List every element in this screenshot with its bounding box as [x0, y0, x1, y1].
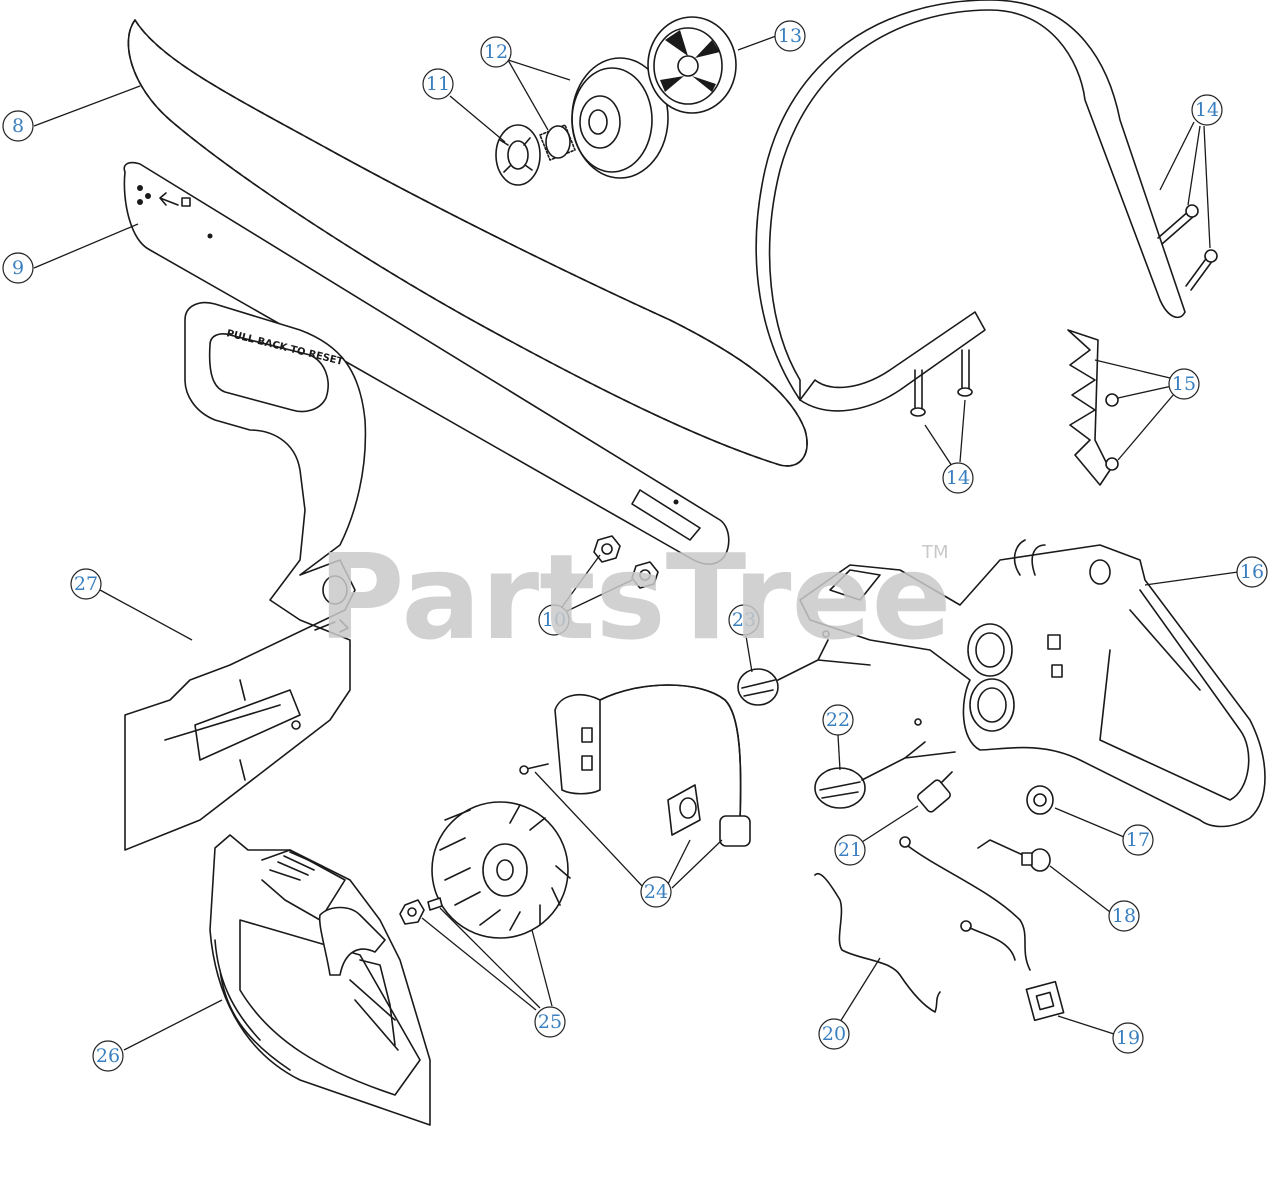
- flywheel: [399, 801, 571, 939]
- stop-switch-wire: [977, 839, 1051, 872]
- throttle-rod: [814, 873, 941, 1013]
- watermark: PartsTree TM: [318, 528, 952, 666]
- callout-19: 19: [1112, 1022, 1144, 1054]
- clutch-cover: [647, 16, 737, 114]
- callout-11: 11: [422, 68, 454, 100]
- ignition-switch: [899, 836, 1065, 1022]
- callout-18: 18: [1108, 900, 1140, 932]
- callout-13: 13: [774, 20, 806, 52]
- leader-lines: [33, 35, 1239, 1051]
- callout-15-text: 15: [1172, 373, 1196, 395]
- callout-18-text: 18: [1112, 905, 1136, 927]
- callout-12-text: 12: [484, 41, 508, 63]
- callout-17: 17: [1122, 824, 1154, 856]
- callout-26-text: 26: [96, 1045, 120, 1067]
- callout-21: 21: [834, 834, 866, 866]
- callout-26: 26: [92, 1040, 124, 1072]
- callout-19-text: 19: [1116, 1027, 1140, 1049]
- fuel-filter: [917, 771, 953, 813]
- callout-25-text: 25: [538, 1011, 562, 1033]
- callout-8-text: 8: [12, 115, 24, 137]
- engine-housing: [799, 539, 1266, 828]
- callout-12: 12: [480, 36, 512, 68]
- callout-8: 8: [2, 110, 34, 142]
- watermark-text: PartsTree: [318, 528, 952, 666]
- callout-22: 22: [822, 704, 854, 736]
- bumper-spike: [1067, 329, 1119, 486]
- callout-14-lower: 14: [942, 462, 974, 494]
- callout-23-text: 23: [732, 609, 756, 631]
- handle-screws: [910, 204, 1218, 417]
- callout-27-text: 27: [74, 573, 98, 595]
- oil-cap: [737, 630, 871, 706]
- callout-20-text: 20: [822, 1023, 846, 1045]
- front-handle: [755, 0, 1218, 417]
- callout-21-text: 21: [838, 839, 862, 861]
- callout-14-upper: 14: [1191, 94, 1223, 126]
- clutch-drum: [539, 57, 669, 179]
- callout-15: 15: [1168, 368, 1200, 400]
- callout-13-text: 13: [778, 25, 802, 47]
- primer-bulb: [1026, 785, 1054, 815]
- callout-20: 20: [818, 1018, 850, 1050]
- callout-25: 25: [534, 1006, 566, 1038]
- callout-24-text: 24: [644, 881, 668, 903]
- callout-27: 27: [70, 568, 102, 600]
- callout-16: 16: [1236, 556, 1268, 588]
- fuel-cap: [814, 718, 956, 809]
- bar-nuts: [593, 535, 659, 589]
- callout-17-text: 17: [1126, 829, 1150, 851]
- starter-housing: [209, 834, 431, 1126]
- saw-chain: [127, 19, 808, 467]
- watermark-trademark: TM: [921, 542, 949, 563]
- callout-16-text: 16: [1240, 561, 1264, 583]
- callout-9-text: 9: [12, 257, 24, 279]
- callout-10-text: 10: [542, 609, 566, 631]
- guide-bar: [123, 161, 730, 565]
- callout-24: 24: [640, 876, 672, 908]
- callout-9: 9: [2, 252, 34, 284]
- callout-22-text: 22: [826, 709, 850, 731]
- callout-23: 23: [728, 604, 760, 636]
- callout-11-text: 11: [426, 73, 450, 95]
- callout-14-upper-text: 14: [1195, 99, 1219, 121]
- callout-10: 10: [538, 604, 570, 636]
- callout-14-lower-text: 14: [946, 467, 970, 489]
- ignition-module: [519, 684, 751, 847]
- rim-sprocket: [495, 124, 541, 186]
